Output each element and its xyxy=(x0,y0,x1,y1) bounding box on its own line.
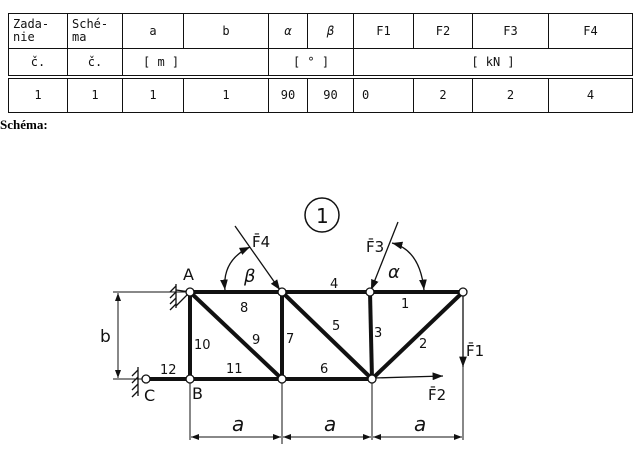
unit-force: [ kN ] xyxy=(353,48,633,79)
header-a: a xyxy=(122,13,184,49)
value: 90 xyxy=(268,76,308,113)
labels: A B C 1 2 3 4 5 6 7 8 9 10 11 12 F̄1 F̄2… xyxy=(100,232,484,436)
member-4: 4 xyxy=(330,277,338,292)
member-9: 9 xyxy=(252,333,260,348)
force-f3-label: F̄3 xyxy=(366,237,384,256)
member-8: 8 xyxy=(240,301,248,316)
header-alpha: α xyxy=(268,13,308,49)
member-10: 10 xyxy=(194,338,211,353)
value: 2 xyxy=(472,76,549,113)
truss-members xyxy=(146,290,465,381)
node-c-label: C xyxy=(144,386,155,405)
parameters-table: Zada- nie Sché- ma a b α β F1 F2 F3 F4 č… xyxy=(8,13,633,113)
unit-c1: č. xyxy=(8,48,68,79)
member-5: 5 xyxy=(332,319,340,334)
header-f2: F2 xyxy=(413,13,473,49)
value: 2 xyxy=(413,76,473,113)
value: 1 xyxy=(122,76,184,113)
section-label: Schéma: xyxy=(0,117,48,132)
header-f1: F1 xyxy=(353,13,414,49)
member-2: 2 xyxy=(419,337,427,352)
dim-a-label: a xyxy=(414,412,426,436)
support-hatching xyxy=(131,284,192,398)
units-row: č. č. [ m ] [ ° ] [ kN ] xyxy=(8,48,633,79)
value: 1 xyxy=(67,76,123,113)
force-arrows xyxy=(220,221,467,381)
unit-angle: [ ° ] xyxy=(268,48,354,79)
dim-b-label: b xyxy=(100,327,111,347)
unit-length: [ m ] xyxy=(122,48,269,79)
header-row: Zada- nie Sché- ma a b α β F1 F2 F3 F4 xyxy=(8,13,633,49)
value: 90 xyxy=(307,76,354,113)
header-f4: F4 xyxy=(548,13,633,49)
value: 4 xyxy=(548,76,633,113)
member-7: 7 xyxy=(286,332,294,347)
unit-c2: č. xyxy=(67,48,123,79)
member-1: 1 xyxy=(401,297,409,312)
dim-a-label: a xyxy=(232,412,244,436)
values-row: 1 1 1 1 90 90 0 2 2 4 xyxy=(8,76,633,113)
value: 1 xyxy=(8,76,68,113)
header-beta: β xyxy=(307,13,354,49)
member-11: 11 xyxy=(226,362,243,377)
member-12: 12 xyxy=(160,363,177,378)
scheme-number-circle xyxy=(304,197,340,233)
header-zadanie: Zada- nie xyxy=(8,13,68,49)
header-f3: F3 xyxy=(472,13,549,49)
node-b-label: B xyxy=(192,384,203,403)
node-a-label: A xyxy=(183,265,194,284)
member-6: 6 xyxy=(320,362,328,377)
angle-beta-label: β xyxy=(243,266,256,287)
header-schema: Sché- ma xyxy=(67,13,123,49)
angle-alpha-label: α xyxy=(388,262,400,283)
force-f4-label: F̄4 xyxy=(252,232,270,251)
nodes xyxy=(141,287,468,384)
header-b: b xyxy=(183,13,269,49)
dim-a-label: a xyxy=(324,412,336,436)
member-3: 3 xyxy=(374,326,382,341)
value: 1 xyxy=(183,76,269,113)
force-f1-label: F̄1 xyxy=(466,341,484,360)
scheme-number: 1 xyxy=(316,204,329,228)
force-f2-label: F̄2 xyxy=(428,385,446,404)
